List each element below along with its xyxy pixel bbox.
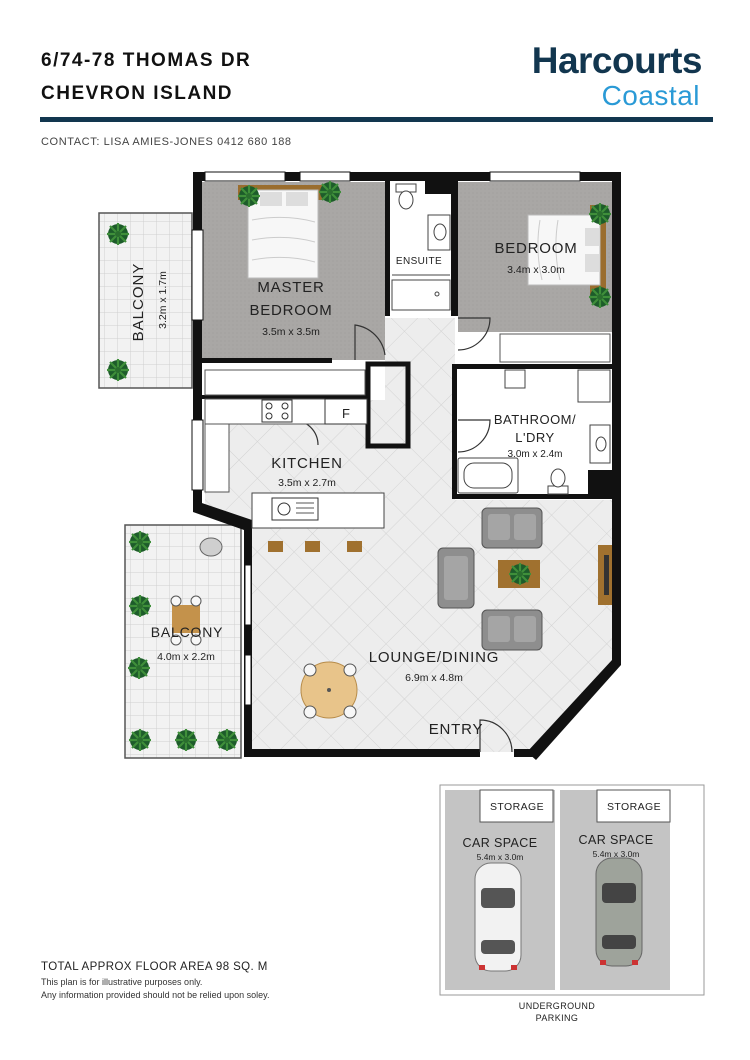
bathroom-door [457,419,491,453]
kitchen-side-bench [204,423,230,493]
windows [191,171,581,706]
sink [271,497,319,521]
west-wall-upper [193,172,202,507]
master-ensuite-wall [385,181,390,316]
washer [577,369,611,403]
storage-2-label: STORAGE [607,801,661,813]
disclaimer-1: This plan is for illustrative purposes o… [41,977,203,987]
laundry-tub [504,369,526,389]
bathroom-label-2: L'DRY [515,430,554,445]
address-line-2: CHEVRON ISLAND [41,83,234,104]
south-wall-right [514,749,534,757]
kitchen-column [365,361,411,449]
car-space-1-size: 5.4m x 3.0m [477,852,524,862]
bedroom-label: BEDROOM [494,240,577,257]
toilet [550,468,566,488]
bbq [199,537,223,557]
balcony-top-size: 3.2m x 1.7m [157,271,169,329]
fridge [324,398,368,425]
logo-harcourts: Harcourts [531,40,703,81]
toilet [398,190,414,210]
master-bedroom-label-1: MASTER [257,279,324,296]
lounge-furniture [300,507,612,719]
car-space-2-size: 5.4m x 3.0m [593,849,640,859]
kitchen-corner-wall [193,500,252,547]
stool [268,541,283,552]
bath-south-wall [452,494,617,499]
walls [193,172,621,760]
ensuite-fixtures [391,183,451,311]
cooktop [261,399,293,423]
balcony-left-floor [124,524,242,759]
entry-door [479,719,513,753]
ensuite-bedroom-wall [451,181,458,316]
balcony-top-label: BALCONY [130,263,147,342]
master-bedroom-size: 3.5m x 3.5m [262,326,320,338]
balcony-table [172,605,200,633]
balcony-wall [244,525,252,757]
header-rule [40,117,713,122]
bedroom-robe [499,333,611,363]
kitchen-size: 3.5m x 2.7m [278,477,336,489]
bath-north-wall [452,364,617,369]
east-wall [612,172,621,665]
parking-label-2: PARKING [536,1013,579,1023]
angled-wall [527,660,621,760]
stool [305,541,320,552]
north-wall [193,172,618,181]
master-door [354,324,386,360]
master-bed [238,185,328,279]
address-line-1: 6/74-78 THOMAS DR [41,50,252,71]
balcony-left-label: BALCONY [151,624,224,640]
contact-line: CONTACT: LISA AMIES-JONES 0412 680 188 [41,136,292,148]
balcony-left-size: 4.0m x 2.2m [157,651,215,663]
kitchen-north-wall [202,395,368,399]
balcony-furniture [170,537,223,646]
storage-1-label: STORAGE [490,801,544,813]
car-1 [474,862,522,972]
bathroom-label-1: BATHROOM/ [494,412,576,427]
lounge-label: LOUNGE/DINING [369,649,499,666]
parking-label-1: UNDERGROUND [519,1001,596,1011]
entry-label: ENTRY [429,721,484,738]
shower [391,279,451,311]
storage-2 [596,789,671,823]
bedroom-size: 3.4m x 3.0m [507,264,565,276]
bathroom-size: 3.0m x 2.4m [507,449,562,460]
bedroom-bed [527,205,606,295]
logo-coastal: Coastal [601,80,700,111]
kitchen-fittings [204,398,385,552]
ensuite-label: ENSUITE [396,256,442,267]
fridge-label: F [342,406,350,421]
master-robe [204,369,366,396]
storage-1 [479,789,554,823]
ensuite-column [425,172,455,194]
master-bedroom-label-2: BEDROOM [249,302,332,319]
master-south-wall [202,358,332,363]
total-floor-area: TOTAL APPROX FLOOR AREA 98 SQ. M [41,961,268,973]
bath-column [588,470,612,496]
bath-west-wall [452,364,457,497]
car-2 [595,857,643,967]
kitchen-label: KITCHEN [271,455,342,472]
stool [347,541,362,552]
car-space-2-label: CAR SPACE [579,833,654,847]
bathroom-fixtures [457,369,611,495]
car-space-1-label: CAR SPACE [463,836,538,850]
doors [292,317,513,753]
bedroom-door [457,317,491,351]
south-wall-left [252,749,480,757]
parking: STORAGE STORAGE CAR SPACE 5.4m x 3.0m CA… [439,784,705,1023]
lounge-size: 6.9m x 4.8m [405,672,463,684]
disclaimer-2: Any information provided should not be r… [41,990,270,1000]
